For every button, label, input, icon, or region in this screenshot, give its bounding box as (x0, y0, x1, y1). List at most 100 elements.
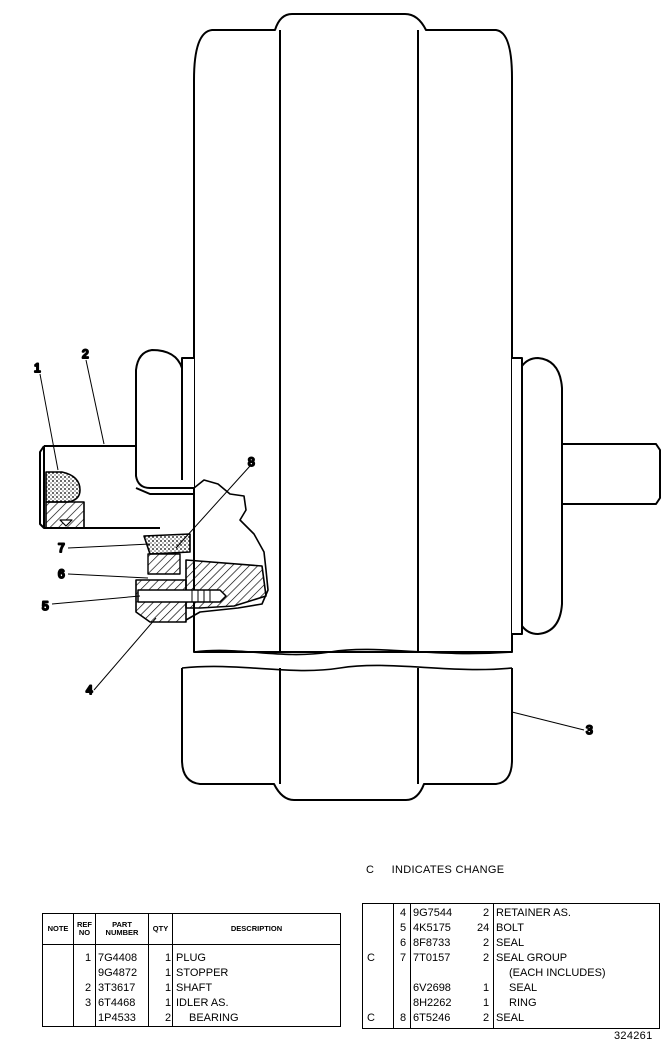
row-desc: BEARING (189, 1012, 239, 1024)
callout-3: 3 (586, 723, 593, 737)
row-ref: 1 (85, 952, 92, 964)
row-qty: 1 (165, 967, 172, 979)
row-ref: 2 (85, 982, 92, 994)
leader-5 (51, 595, 141, 605)
row-qty: 1 (483, 997, 490, 1009)
row-qty: 2 (483, 1012, 490, 1024)
col-qty: QTY (152, 924, 169, 933)
row-desc: SHAFT (176, 982, 213, 994)
left-shaft-taper (135, 487, 194, 495)
table-row: 2 3T3617 1 SHAFT (43, 981, 340, 996)
idler-tread-lines (279, 30, 419, 652)
leader-8 (175, 465, 251, 549)
table-row: 5 4K5175 24 BOLT (363, 921, 659, 936)
callout-7: 7 (58, 541, 65, 555)
table-row: 6V2698 1 SEAL (363, 981, 659, 996)
row-part: 8F8733 (413, 937, 451, 949)
callout-6: 6 (58, 567, 65, 581)
left-retainer (135, 349, 194, 489)
row-part: 9G4872 (98, 967, 138, 979)
row-ref: 5 (400, 922, 407, 934)
row-qty: 24 (477, 922, 490, 934)
row-ref: 8 (400, 1012, 407, 1024)
callout-5: 5 (42, 599, 49, 613)
row-part: 6T4468 (98, 997, 136, 1009)
col-note: NOTE (47, 924, 69, 933)
row-part: 6V2698 (413, 982, 451, 994)
row-qty: 1 (165, 952, 172, 964)
row-qty: 1 (165, 997, 172, 1009)
table-row: 1 7G4408 1 PLUG (43, 951, 340, 966)
row-ref: 7 (400, 952, 407, 964)
row-qty: 2 (483, 907, 490, 919)
parts-table-left: NOTE REF NO PART NUMBER QTY DESCRIPTION … (42, 913, 341, 1027)
left-shaft (39, 445, 160, 529)
leader-7 (67, 543, 151, 549)
row-ref: 4 (400, 907, 407, 919)
leader-2 (85, 359, 105, 445)
row-part: 7G4408 (98, 952, 138, 964)
bolt-threads (191, 590, 211, 602)
idler-body-upper (193, 13, 513, 653)
row-note: C (367, 1012, 375, 1024)
row-desc: SEAL GROUP (496, 952, 568, 964)
col-part: PART NUMBER (105, 920, 139, 937)
row-desc: SEAL (496, 1012, 525, 1024)
row-part: 3T3617 (98, 982, 136, 994)
plug (45, 471, 81, 503)
row-desc: SEAL (509, 982, 538, 994)
legend-text: INDICATES CHANGE (391, 864, 505, 876)
right-retainer (512, 357, 563, 635)
table-row: 4 9G7544 2 RETAINER AS. (363, 906, 659, 921)
callout-2: 2 (82, 347, 89, 361)
callout-4: 4 (86, 683, 93, 697)
row-part: 4K5175 (413, 922, 451, 934)
seal-section (143, 533, 191, 555)
row-desc: STOPPER (176, 967, 229, 979)
row-part: 8H2262 (413, 997, 452, 1009)
row-desc: SEAL (496, 937, 525, 949)
leader-6 (67, 573, 149, 579)
row-desc: BOLT (496, 922, 524, 934)
break-line-upper (193, 648, 513, 656)
col-desc: DESCRIPTION (230, 924, 283, 933)
cutaway-edge (185, 479, 269, 621)
figure-number: 324261 (614, 1030, 653, 1042)
parts-table-left-header: NOTE REF NO PART NUMBER QTY DESCRIPTION (43, 914, 340, 945)
row-qty: 2 (165, 1012, 172, 1024)
row-part: 6T5246 (413, 1012, 451, 1024)
row-part: 9G7544 (413, 907, 453, 919)
row-part: 1P4533 (98, 1012, 136, 1024)
table-row: 9G4872 1 STOPPER (43, 966, 340, 981)
table-row: 6 8F8733 2 SEAL (363, 936, 659, 951)
leader-3 (511, 711, 585, 731)
plug-slot (59, 519, 73, 527)
row-qty: 2 (483, 937, 490, 949)
leader-1 (39, 373, 59, 471)
bolt (137, 589, 227, 603)
callout-8: 8 (248, 455, 255, 469)
table-row: 8H2262 1 RING (363, 996, 659, 1011)
callout-leaders (39, 359, 585, 731)
idler-lower-tread-lines (279, 668, 419, 784)
seal-ring (147, 553, 181, 575)
right-shaft-end (561, 443, 661, 505)
row-desc: RETAINER AS. (496, 907, 571, 919)
table-row: 3 6T4468 1 IDLER AS. (43, 996, 340, 1011)
break-line-lower (181, 664, 513, 672)
row-part: 7T0157 (413, 952, 451, 964)
stopper (45, 501, 85, 529)
row-qty: 1 (165, 982, 172, 994)
row-desc: (EACH INCLUDES) (509, 967, 606, 979)
table-row: C 7 7T0157 2 SEAL GROUP (363, 951, 659, 966)
legend-change: C INDICATES CHANGE (366, 864, 504, 876)
table-row: (EACH INCLUDES) (363, 966, 659, 981)
parts-table-right: 4 9G7544 2 RETAINER AS. 5 4K5175 24 BOLT… (362, 903, 660, 1029)
row-ref: 3 (85, 997, 92, 1009)
table-row: C 8 6T5246 2 SEAL (363, 1011, 659, 1026)
row-ref: 6 (400, 937, 407, 949)
row-qty: 2 (483, 952, 490, 964)
leader-4 (93, 617, 157, 691)
row-note: C (367, 952, 375, 964)
row-desc: PLUG (176, 952, 206, 964)
